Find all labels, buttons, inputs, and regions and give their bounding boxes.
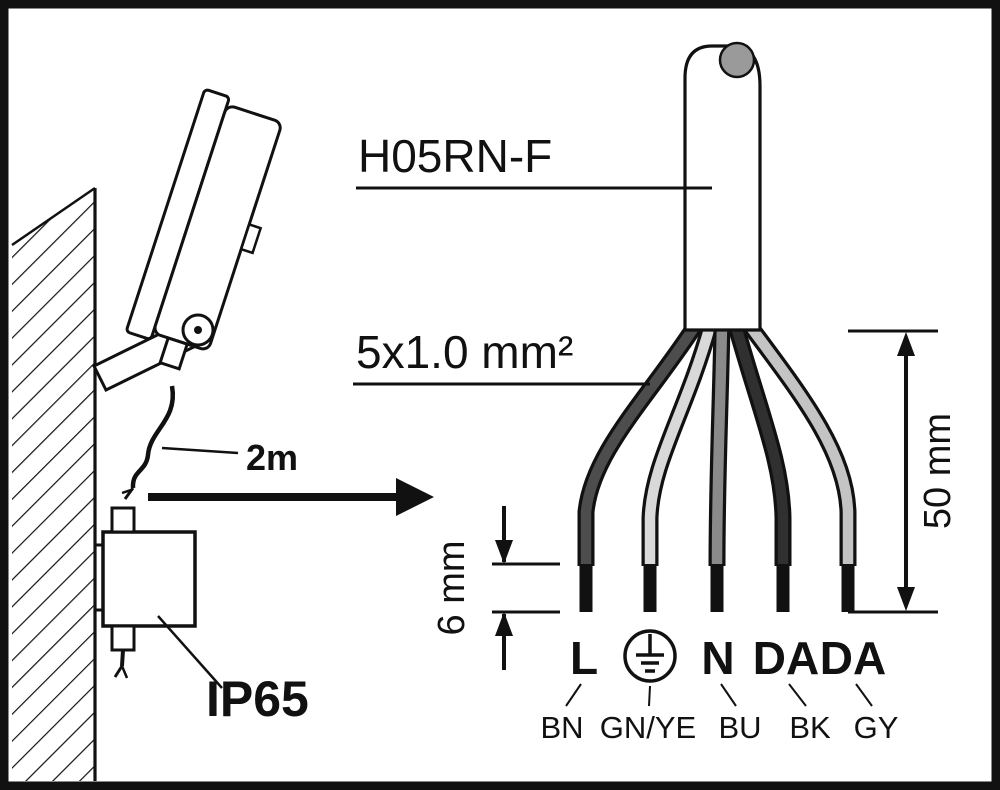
wire-gnye xyxy=(641,323,719,612)
wall-hatch xyxy=(12,188,95,781)
cable-gland xyxy=(158,336,190,371)
mains-cable xyxy=(683,41,762,332)
dim-arrow-down xyxy=(897,587,915,611)
cable-spec-label: 5x1.0 mm² xyxy=(356,326,573,378)
dim-arrow-up xyxy=(897,332,915,356)
dim-arrow-down-small xyxy=(495,540,513,564)
terminal-da2-label: DA xyxy=(820,632,886,684)
strip-length-label: 50 mm xyxy=(917,413,959,529)
leader-gnye xyxy=(648,685,651,707)
terminal-labels: L N DA DA xyxy=(570,629,886,684)
leader-bu xyxy=(720,683,737,707)
tip-length-label: 6 mm xyxy=(431,541,473,636)
junction-box-body xyxy=(101,530,197,628)
supply-cable xyxy=(121,385,176,500)
wire-bu xyxy=(708,325,731,612)
junction-box-bottom-gland xyxy=(110,624,136,652)
wall xyxy=(11,186,97,781)
leader-bk xyxy=(788,683,807,707)
cable-length-leader xyxy=(161,446,239,455)
dim-arrow-up-small xyxy=(495,612,513,636)
wire-color-bn: BN xyxy=(540,710,583,745)
wires xyxy=(577,320,857,612)
cable-type-label: H05RN-F xyxy=(358,130,552,182)
wire-color-gy: GY xyxy=(854,710,899,745)
flow-arrow-head xyxy=(396,478,434,516)
ip-rating-callout: IP65 xyxy=(157,615,309,727)
junction-box xyxy=(95,506,197,679)
leader-gy xyxy=(855,683,873,707)
pivot-bolt xyxy=(194,326,202,334)
leader-bn xyxy=(565,683,582,707)
earth-icon xyxy=(623,629,677,683)
wire-color-gnye: GN/YE xyxy=(600,710,696,745)
wire-color-bu: BU xyxy=(718,710,761,745)
terminal-l-label: L xyxy=(570,632,598,684)
floodlight xyxy=(91,88,282,393)
terminal-da1-label: DA xyxy=(753,632,819,684)
wire-gy xyxy=(743,320,857,612)
wire-bk xyxy=(727,323,792,612)
terminal-n-label: N xyxy=(701,632,734,684)
cable-length-label: 2m xyxy=(246,437,298,478)
junction-box-top-gland xyxy=(110,506,136,534)
strip-dimension: 50 mm xyxy=(848,329,959,614)
cable-spec-callout: 5x1.0 mm² xyxy=(353,326,650,386)
cable-cut-end xyxy=(718,41,756,79)
floodlight-body xyxy=(125,88,282,371)
ip-rating-label: IP65 xyxy=(206,671,309,727)
flow-arrow xyxy=(148,478,434,516)
wire-color-bk: BK xyxy=(789,710,831,745)
ip-rating-leader xyxy=(157,615,223,689)
wall-top-edge xyxy=(11,186,96,247)
wire-bn xyxy=(577,321,703,612)
housing-clip xyxy=(239,222,263,255)
cable-type-callout: H05RN-F xyxy=(356,130,712,190)
wire-color-labels: BN GN/YE BU BK GY xyxy=(540,683,899,745)
cable-length-callout: 2m xyxy=(161,437,298,478)
tip-dimension: 6 mm xyxy=(431,506,560,670)
